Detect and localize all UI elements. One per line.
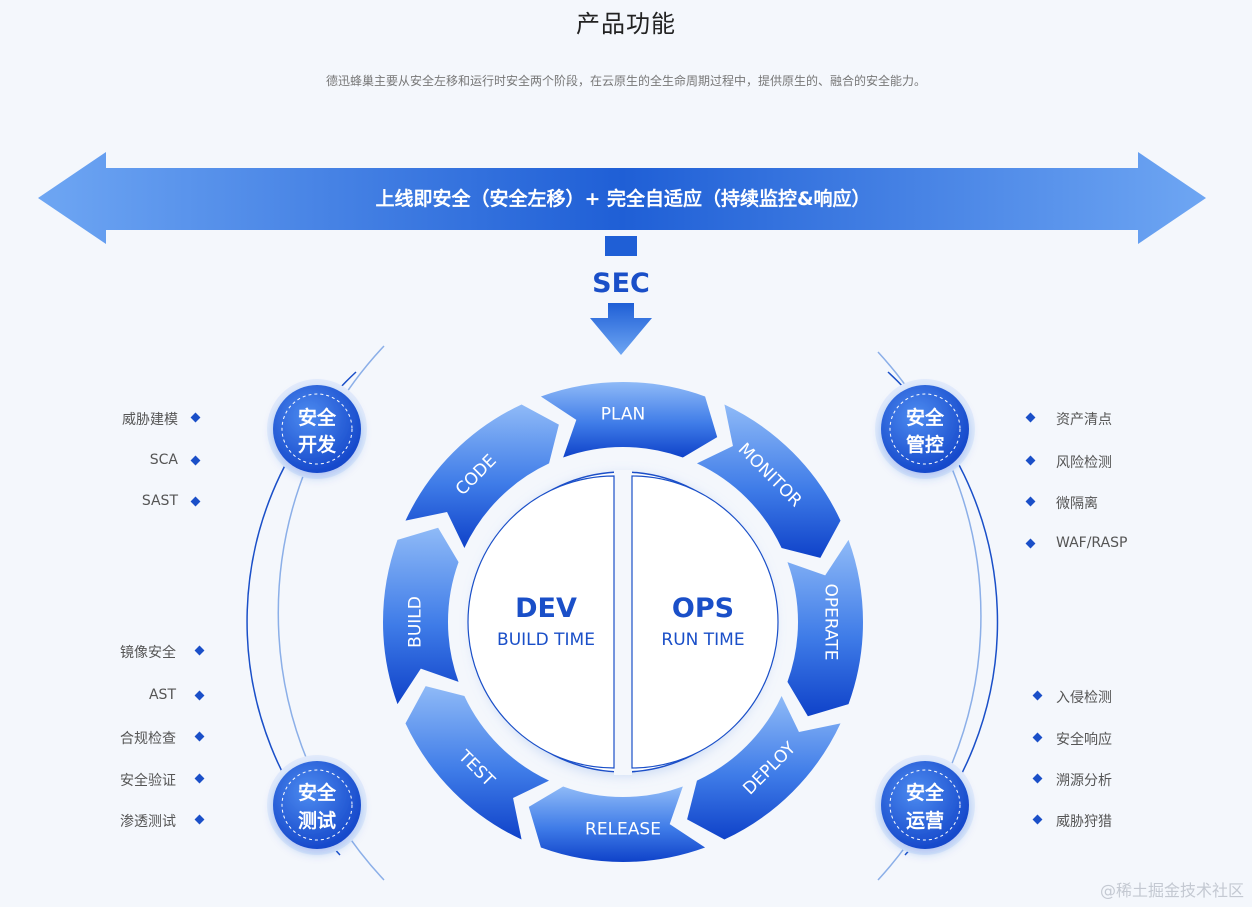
feature-item: 镜像安全 <box>120 645 176 661</box>
ring-segment-monitor <box>696 404 841 558</box>
lifecycle-ring: PLANMONITOROPERATEDEPLOYRELEASETESTBUILD… <box>383 382 864 862</box>
ring-segment-plan <box>540 382 718 458</box>
bullet-diamond-icon <box>190 412 201 423</box>
feature-item: SCA <box>149 452 178 468</box>
ring-segment-deploy <box>687 695 841 840</box>
feature-item: 威胁建模 <box>122 412 178 428</box>
feature-item: 安全验证 <box>120 773 176 789</box>
badge-ops-line1: 安全 <box>906 781 945 804</box>
watermark: @稀土掘金技术社区 <box>1099 881 1244 900</box>
badge-control-line1: 安全 <box>906 406 945 429</box>
bullet-diamond-icon <box>1025 538 1036 549</box>
feature-item: WAF/RASP <box>1056 535 1128 551</box>
feature-item: AST <box>148 687 176 703</box>
bullet-diamond-icon <box>194 645 205 656</box>
page-title: 产品功能 <box>576 10 676 38</box>
ops-title: OPS <box>672 593 734 624</box>
bullet-diamond-icon <box>194 690 205 701</box>
bullet-diamond-icon <box>190 455 201 466</box>
badge-test-line1: 安全 <box>298 781 337 804</box>
bullet-diamond-icon <box>1025 412 1036 423</box>
ring-segment-release <box>528 786 706 862</box>
badge-control-line2: 管控 <box>906 433 944 456</box>
ring-segment-code <box>405 404 559 549</box>
feature-item: 资产清点 <box>1056 412 1112 428</box>
ring-segment-build <box>383 527 459 705</box>
ops-subtitle: RUN TIME <box>661 630 744 650</box>
sec-arrow-head <box>590 303 652 355</box>
bullet-diamond-icon <box>194 814 205 825</box>
bullet-diamond-icon <box>1032 690 1043 701</box>
badge-security-ops: 安全 运营 <box>875 755 975 855</box>
feature-item: 威胁狩猎 <box>1056 814 1112 830</box>
ring-segment-test <box>405 686 550 840</box>
feature-item: 溯源分析 <box>1056 773 1112 789</box>
ring-label-operate: OPERATE <box>821 584 841 661</box>
feature-bullets <box>190 412 1043 825</box>
badge-dev-line1: 安全 <box>298 406 337 429</box>
feature-item: 合规检查 <box>120 731 176 747</box>
bullet-diamond-icon <box>1032 773 1043 784</box>
dev-half-outline <box>467 475 615 769</box>
ops-half-outline <box>631 475 779 769</box>
feature-item: 渗透测试 <box>120 814 176 830</box>
badge-ops-line2: 运营 <box>906 809 944 832</box>
dev-title: DEV <box>515 593 577 624</box>
feature-item: 风险检测 <box>1056 455 1112 471</box>
badge-security-control: 安全 管控 <box>875 379 975 479</box>
bullet-diamond-icon <box>1025 496 1036 507</box>
sec-label: SEC <box>592 268 650 299</box>
badge-test-line2: 测试 <box>298 810 336 832</box>
bullet-diamond-icon <box>190 496 201 507</box>
ring-segment-operate <box>787 539 864 717</box>
page-subtitle: 德迅蜂巢主要从安全左移和运行时安全两个阶段，在云原生的全生命周期过程中，提供原生… <box>325 74 926 88</box>
banner-arrow <box>38 152 1206 244</box>
badge-security-dev: 安全 开发 <box>267 379 367 479</box>
badge-dev-line2: 开发 <box>298 433 337 456</box>
bullet-diamond-icon <box>194 731 205 742</box>
ring-label-plan: PLAN <box>601 405 645 425</box>
feature-item: SAST <box>141 493 178 509</box>
dev-subtitle: BUILD TIME <box>497 630 595 650</box>
bullet-diamond-icon <box>1032 814 1043 825</box>
feature-item: 微隔离 <box>1056 496 1098 512</box>
banner-text: 上线即安全（安全左移）+ 完全自适应（持续监控&响应） <box>375 187 870 210</box>
badge-security-test: 安全 测试 <box>267 755 367 855</box>
sec-arrow-stem <box>605 236 637 256</box>
bullet-diamond-icon <box>1032 732 1043 743</box>
ring-label-build: BUILD <box>406 596 426 648</box>
ring-label-release: RELEASE <box>585 820 661 840</box>
bullet-diamond-icon <box>194 773 205 784</box>
bullet-diamond-icon <box>1025 455 1036 466</box>
feature-item: 安全响应 <box>1056 732 1112 748</box>
feature-item: 入侵检测 <box>1056 690 1112 706</box>
